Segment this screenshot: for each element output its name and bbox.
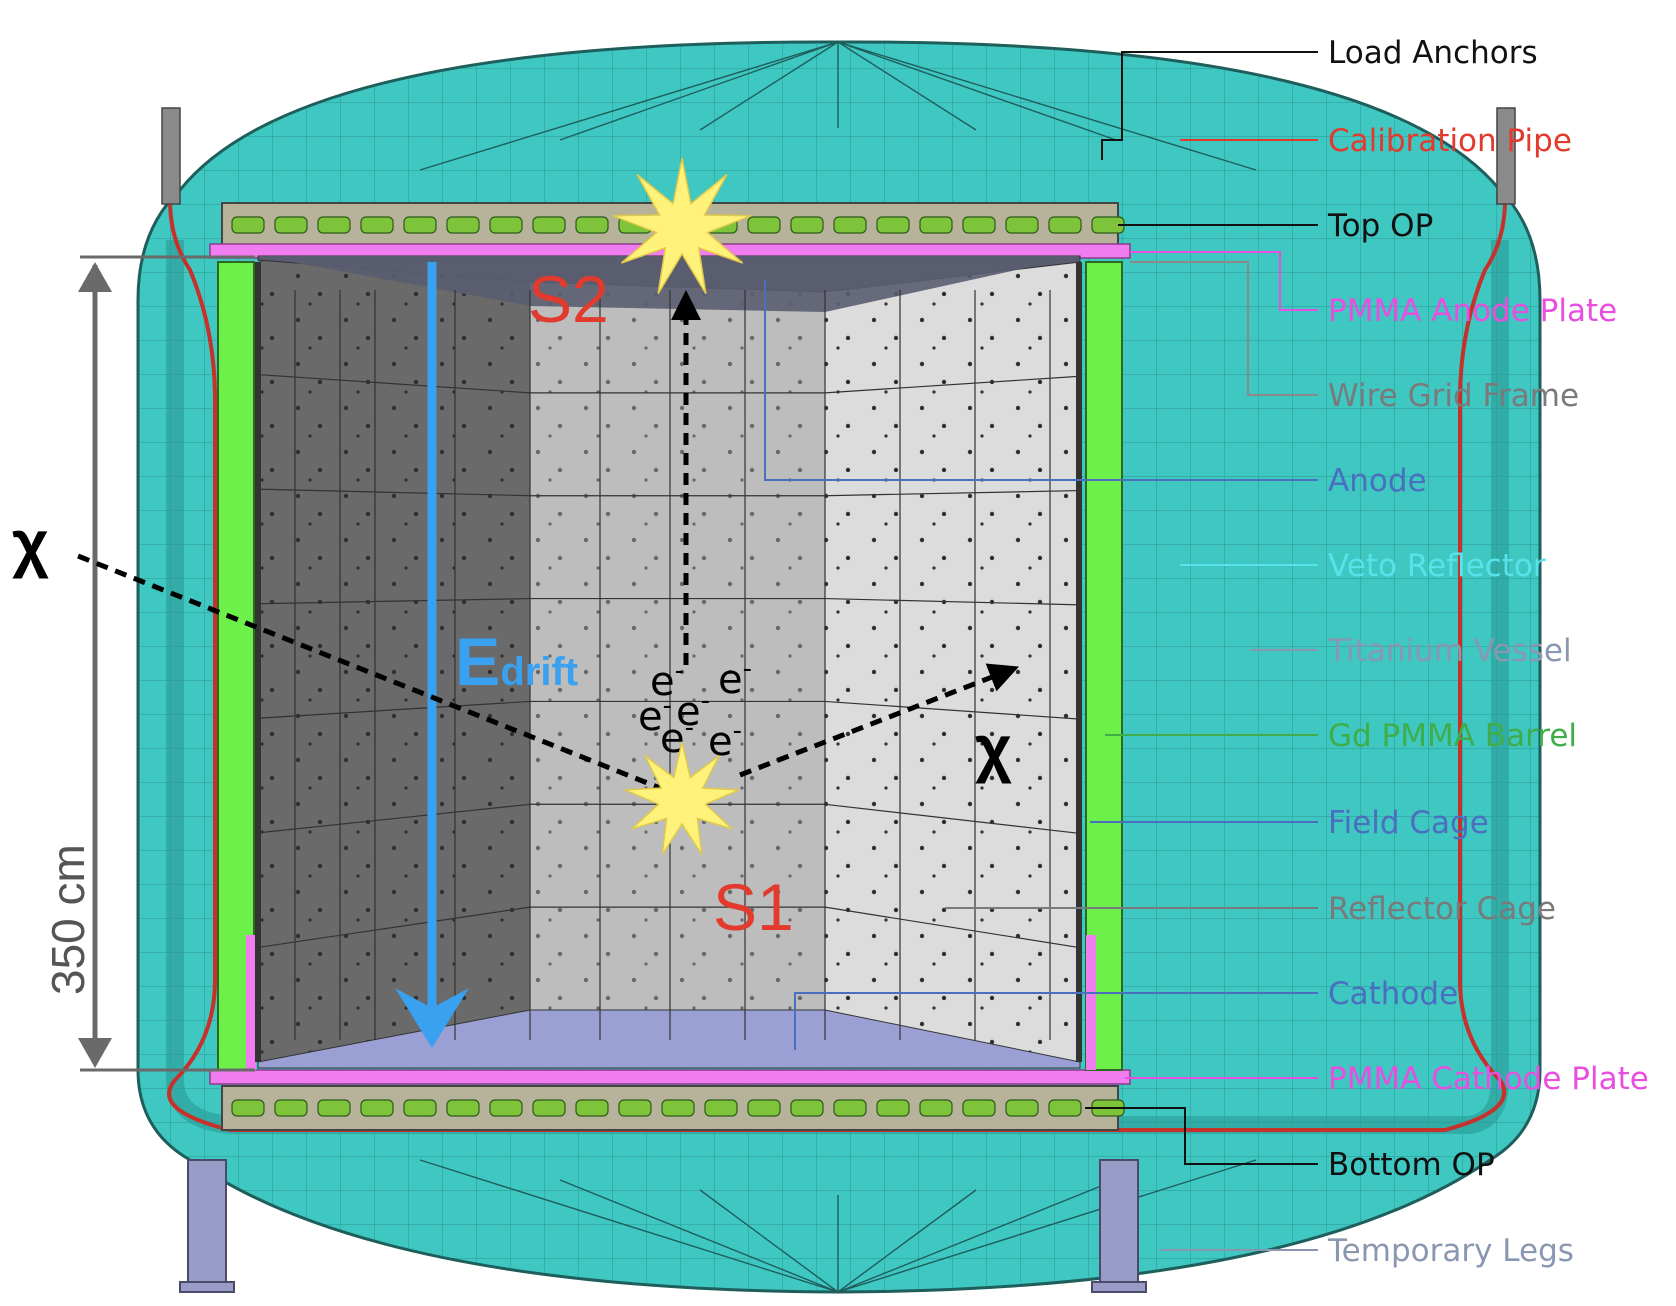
sensor-tile	[704, 1099, 738, 1117]
chi-in-label: χ	[12, 507, 49, 579]
component-label: Anode	[1328, 463, 1427, 499]
electron: e-	[708, 716, 742, 765]
sensor-tile	[403, 1099, 437, 1117]
cage-grid-line	[257, 906, 531, 949]
sensor-tile	[1048, 1099, 1082, 1117]
s1-label: S1	[713, 870, 794, 944]
sensor-tile	[833, 216, 867, 234]
component-label: Temporary Legs	[1327, 1233, 1574, 1269]
dimension-label: 350 cm	[42, 844, 94, 995]
sensor-tile	[1005, 1099, 1039, 1117]
sensor-tile	[661, 1099, 695, 1117]
cage-grid-line	[824, 906, 1081, 949]
component-label: Gd PMMA Barrel	[1328, 718, 1577, 754]
sensor-tile	[532, 1099, 566, 1117]
cage-grid-line	[824, 489, 1081, 497]
sensor-tile	[833, 1099, 867, 1117]
electron: e-	[638, 691, 672, 740]
s2-flash	[612, 157, 752, 295]
sensor-tile	[876, 1099, 910, 1117]
electron: e-	[650, 656, 684, 705]
sensor-tile	[231, 216, 265, 234]
field-cage-left	[255, 262, 261, 1062]
s2-label: S2	[528, 262, 609, 336]
sensor-tile	[618, 1099, 652, 1117]
sensor-tile	[790, 216, 824, 234]
sensor-tile	[919, 1099, 953, 1117]
component-label: PMMA Cathode Plate	[1328, 1061, 1649, 1097]
sensor-tile	[962, 216, 996, 234]
sensor-tile	[876, 216, 910, 234]
sensor-tile	[532, 216, 566, 234]
sensor-tile	[919, 216, 953, 234]
component-label: Calibration Pipe	[1328, 123, 1572, 159]
sensor-tile	[790, 1099, 824, 1117]
cage-grid-line	[257, 597, 531, 605]
cage-grid-line	[257, 488, 531, 497]
particle-track	[77, 290, 1019, 791]
dimension-indicator: 350 cm	[42, 255, 255, 1072]
sensor-tile	[962, 1099, 996, 1117]
cage-grid-line	[257, 700, 531, 719]
sensor-tile	[747, 216, 781, 234]
component-label: Top OP	[1327, 208, 1433, 244]
cage-grid-line	[824, 700, 1081, 720]
sensor-tile	[360, 1099, 394, 1117]
field-cage-right	[1076, 262, 1082, 1062]
sensor-tile	[1005, 216, 1039, 234]
electron-cloud: e-e-e-e-e-e-	[638, 654, 752, 765]
cage-grid-line	[824, 597, 1081, 606]
component-label: Veto Reflector	[1328, 548, 1546, 584]
sensor-tile	[446, 216, 480, 234]
cage-grid-line	[824, 375, 1081, 394]
bottom-op	[221, 1085, 1125, 1131]
temporary-legs	[179, 1159, 1147, 1293]
cage-grid-line	[257, 803, 531, 834]
sensor-tile	[489, 216, 523, 234]
sensor-tile	[274, 216, 308, 234]
sensor-tile	[747, 1099, 781, 1117]
component-label: Reflector Cage	[1328, 891, 1556, 927]
sensor-tile	[317, 216, 351, 234]
component-label: PMMA Anode Plate	[1328, 293, 1617, 329]
component-label: Titanium Vessel	[1327, 633, 1572, 669]
s1-flash	[624, 741, 740, 855]
sensor-tile	[575, 216, 609, 234]
electron: e-	[676, 686, 710, 735]
cage-grid-line	[824, 803, 1081, 835]
sensor-tile	[446, 1099, 480, 1117]
pmma-cathode-plate	[209, 1069, 1131, 1085]
edrift-label: Edrift	[455, 624, 578, 700]
component-label: Wire Grid Frame	[1328, 378, 1579, 414]
chi-out-label: χ	[975, 712, 1012, 784]
drift-field-arrow	[395, 262, 469, 1048]
sensor-tile	[575, 1099, 609, 1117]
electron: e-	[718, 654, 752, 703]
component-label: Field Cage	[1328, 805, 1489, 841]
sensor-tile	[403, 216, 437, 234]
cage-grid-line	[257, 373, 531, 394]
reflector-cage	[257, 255, 1081, 1069]
sensor-tile	[274, 1099, 308, 1117]
sensor-tile	[317, 1099, 351, 1117]
component-label: Cathode	[1328, 976, 1458, 1012]
component-label: Bottom OP	[1328, 1147, 1495, 1183]
sensor-tile	[489, 1099, 523, 1117]
sensor-tile	[360, 216, 394, 234]
sensor-tile	[1048, 216, 1082, 234]
component-label: Load Anchors	[1328, 35, 1538, 71]
sensor-tile	[231, 1099, 265, 1117]
